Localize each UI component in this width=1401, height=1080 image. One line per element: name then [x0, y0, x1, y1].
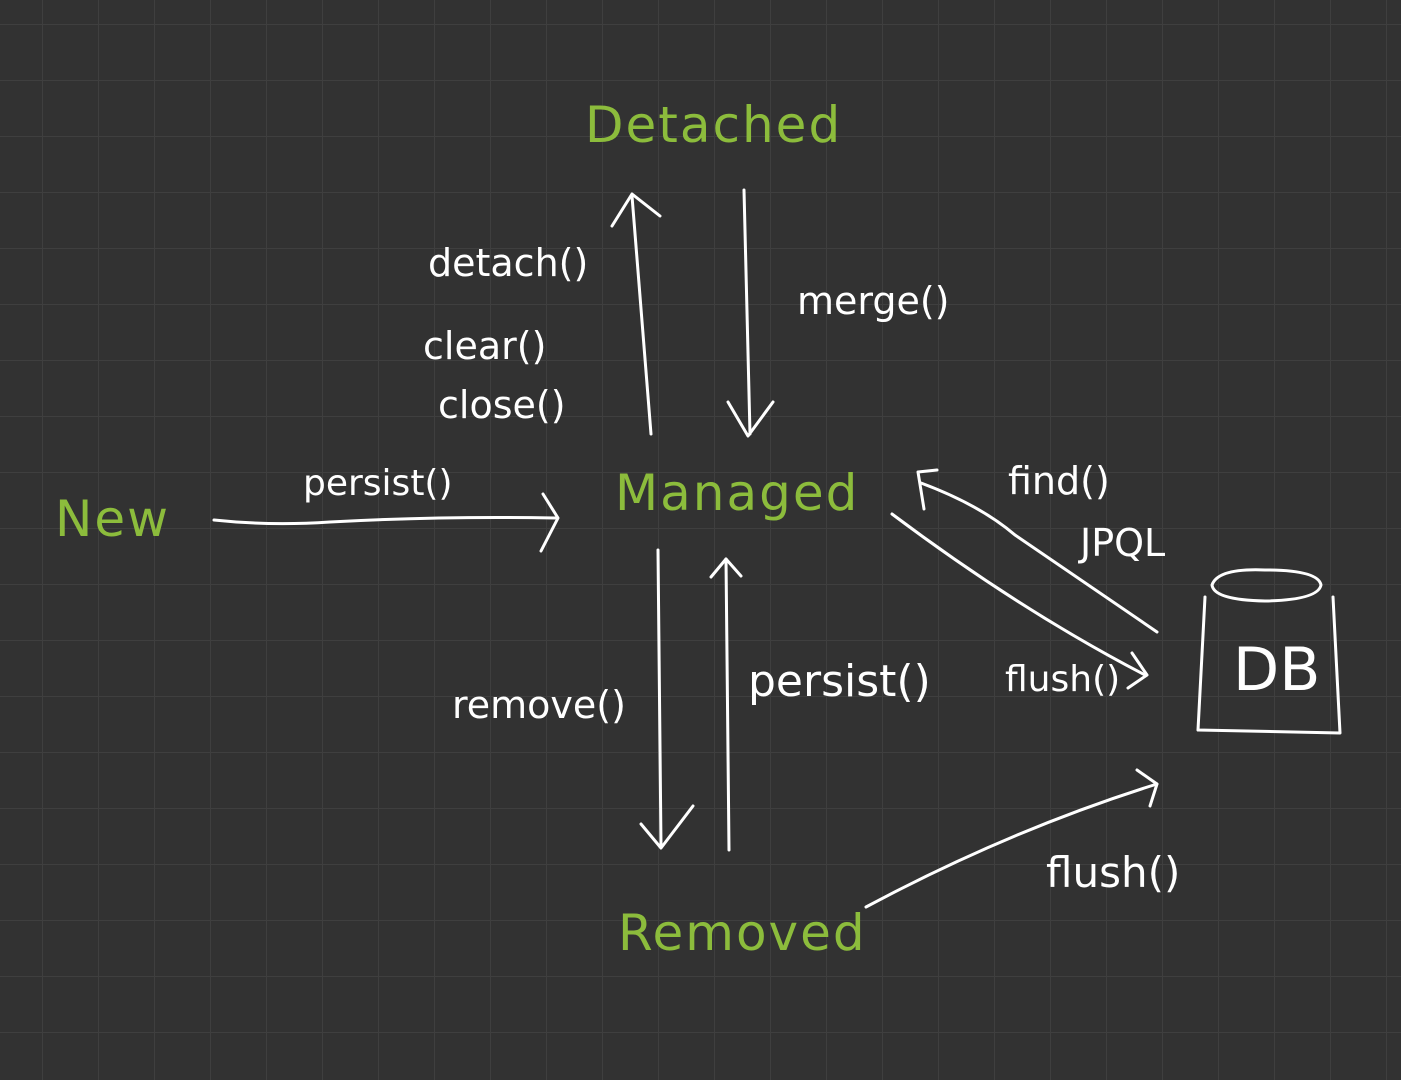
state-detached: Detached [585, 96, 843, 154]
arrow-managed-to-db [890, 512, 1147, 677]
label-persist-removed: persist() [748, 656, 931, 707]
arrowhead-db-flush-removed [1135, 768, 1159, 808]
arrowhead-removed [639, 804, 695, 850]
arrow-removed-to-db [864, 782, 1159, 909]
arrow-detached-to-managed [742, 188, 752, 436]
arrow-managed-to-detached [630, 194, 653, 436]
label-clear: clear() [423, 324, 547, 368]
db-cylinder-top [1210, 568, 1323, 603]
label-flush-removed: flush() [1046, 848, 1181, 897]
label-flush-managed: flush() [1005, 659, 1121, 700]
arrowhead-detached [610, 192, 662, 228]
arrow-managed-to-removed [656, 548, 663, 848]
arrowhead-db-flush [1126, 651, 1149, 690]
label-find: find() [1008, 459, 1110, 503]
state-removed: Removed [618, 904, 867, 962]
label-close: close() [438, 383, 566, 427]
arrowhead-managed-persist [539, 492, 560, 553]
label-persist-new: persist() [303, 463, 453, 504]
arrowhead-managed-find [916, 468, 939, 511]
label-jpql: JPQL [1080, 521, 1166, 565]
state-managed: Managed [615, 464, 860, 522]
arrowhead-managed-merge [726, 400, 775, 438]
arrow-db-to-managed [919, 481, 1159, 634]
label-detach: detach() [428, 241, 589, 285]
arrowhead-managed-from-removed [709, 557, 743, 579]
db-label: DB [1233, 635, 1321, 705]
label-merge: merge() [797, 279, 950, 323]
label-remove: remove() [452, 683, 626, 727]
arrow-removed-to-managed [724, 557, 731, 852]
state-new: New [55, 490, 171, 548]
arrow-new-to-managed [212, 516, 557, 526]
db-cylinder-body [1196, 595, 1342, 735]
